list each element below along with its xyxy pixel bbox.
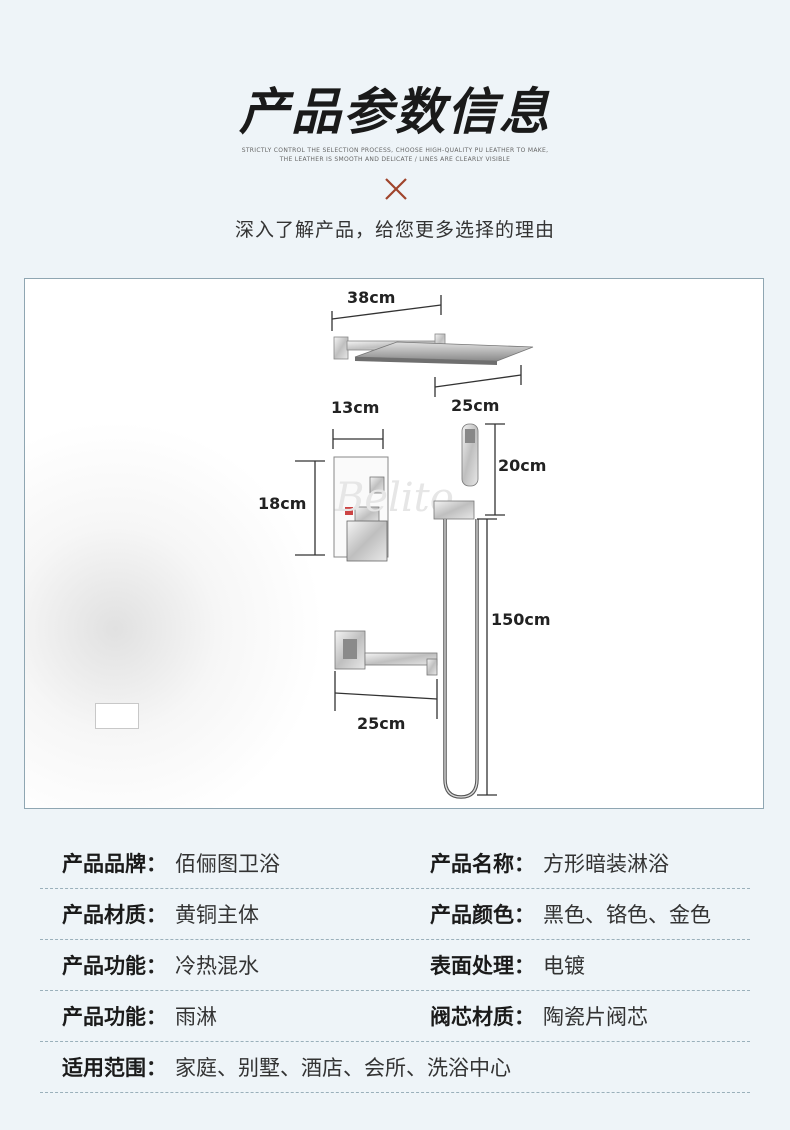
shower-set-illustration: Belito — [295, 295, 534, 799]
spec-label: 产品材质 — [62, 903, 146, 927]
spec-value: 黄铜主体 — [175, 903, 259, 927]
spec-colon: ： — [146, 1056, 167, 1080]
subtitle-line: STRICTLY CONTROL THE SELECTION PROCESS, … — [241, 147, 549, 154]
spec-item-function-2: 产品功能： 雨淋 — [62, 1001, 217, 1031]
dimension-line-handheld — [485, 423, 505, 516]
spec-row: 适用范围： 家庭、别墅、酒店、会所、洗浴中心 — [40, 1042, 750, 1093]
dimension-line-valve-width — [332, 429, 384, 449]
dimension-line-valve-height — [295, 460, 325, 556]
dimension-label-arm-length: 25cm — [451, 396, 500, 415]
spec-label: 阀芯材质 — [430, 1005, 514, 1029]
spec-colon: ： — [514, 1005, 535, 1029]
bath-spout — [334, 630, 438, 676]
spec-item-color: 产品颜色： 黑色、铬色、金色 — [430, 899, 711, 929]
tagline: 深入了解产品，给您更多选择的理由 — [234, 219, 555, 241]
spec-value: 黑色、铬色、金色 — [543, 903, 711, 927]
spec-row: 产品品牌：佰俪图卫浴 产品名称：方形暗装淋浴 — [40, 838, 750, 889]
dimension-line-head-width — [331, 295, 442, 331]
dimension-label-handheld: 20cm — [498, 456, 547, 475]
spec-colon: ： — [514, 903, 535, 927]
spec-colon: ： — [514, 954, 535, 978]
spec-colon: ： — [146, 852, 167, 876]
spec-row: 产品功能：冷热混水 表面处理：电镀 — [40, 940, 750, 991]
rain-shower-head — [333, 333, 534, 365]
spec-label: 产品名称 — [430, 852, 514, 876]
hand-shower — [433, 423, 479, 520]
spec-value: 佰俪图卫浴 — [175, 852, 280, 876]
spec-colon: ： — [514, 852, 535, 876]
dimension-line-hose — [477, 518, 497, 796]
spec-value: 陶瓷片阀芯 — [543, 1005, 648, 1029]
page-subtitle: STRICTLY CONTROL THE SELECTION PROCESS, … — [0, 146, 790, 164]
spec-item-valve-core: 阀芯材质： 陶瓷片阀芯 — [430, 1001, 648, 1031]
spec-row: 产品功能：雨淋 阀芯材质：陶瓷片阀芯 — [40, 991, 750, 1042]
product-dimension-figure: Belito — [24, 278, 764, 809]
dimension-label-valve-width: 13cm — [331, 398, 380, 417]
spec-value: 方形暗装淋浴 — [543, 852, 669, 876]
spec-label: 产品品牌 — [62, 852, 146, 876]
close-x-icon — [385, 178, 407, 200]
dimension-label-valve-height: 18cm — [258, 494, 307, 513]
shower-hose — [443, 519, 479, 799]
dimension-line-spout — [334, 671, 438, 719]
spec-label: 表面处理 — [430, 954, 514, 978]
spec-colon: ： — [146, 903, 167, 927]
spec-item-brand: 产品品牌： 佰俪图卫浴 — [62, 848, 280, 878]
dimension-label-spout: 25cm — [357, 714, 406, 733]
spec-table: 产品品牌：佰俪图卫浴 产品名称：方形暗装淋浴 产品材质：黄铜主体 产品颜色：黑色… — [40, 838, 750, 1093]
dimension-label-head-width: 38cm — [347, 288, 396, 307]
dimension-label-hose: 150cm — [491, 610, 551, 629]
spec-label: 产品颜色 — [430, 903, 514, 927]
spec-value: 冷热混水 — [175, 954, 259, 978]
spec-colon: ： — [146, 1005, 167, 1029]
dimension-line-arm-length — [434, 365, 522, 397]
spec-label: 适用范围 — [62, 1056, 146, 1080]
spec-value: 雨淋 — [175, 1005, 217, 1029]
subtitle-line: THE LEATHER IS SMOOTH AND DELICATE / LIN… — [279, 156, 511, 163]
spec-item-function: 产品功能： 冷热混水 — [62, 950, 259, 980]
spec-value: 电镀 — [543, 954, 585, 978]
spec-label: 产品功能 — [62, 954, 146, 978]
spec-colon: ： — [146, 954, 167, 978]
spec-row: 产品材质：黄铜主体 产品颜色：黑色、铬色、金色 — [40, 889, 750, 940]
page-title: 产品参数信息 — [239, 83, 551, 141]
spec-item-name: 产品名称： 方形暗装淋浴 — [430, 848, 669, 878]
decorative-chip — [95, 703, 139, 729]
mixing-valve — [333, 456, 389, 562]
spec-item-material: 产品材质： 黄铜主体 — [62, 899, 259, 929]
spec-item-scope: 适用范围： 家庭、别墅、酒店、会所、洗浴中心 — [62, 1052, 511, 1082]
spec-label: 产品功能 — [62, 1005, 146, 1029]
spec-item-surface: 表面处理： 电镀 — [430, 950, 585, 980]
spec-value: 家庭、别墅、酒店、会所、洗浴中心 — [175, 1056, 511, 1080]
